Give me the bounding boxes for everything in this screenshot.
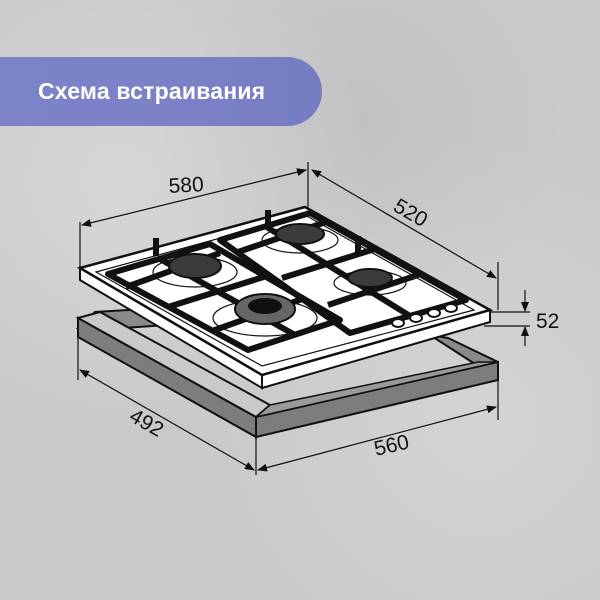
knob-3 (427, 308, 441, 318)
dimension-cutout-width: 560 (372, 431, 411, 461)
title-banner: Схема встраивания (0, 57, 322, 126)
burner-front-large (212, 293, 318, 337)
knob-1 (391, 318, 405, 328)
dimension-depth-top: 520 (390, 194, 432, 231)
dimension-cutout-depth: 492 (126, 404, 168, 441)
control-knobs (391, 303, 458, 328)
knob-4 (444, 303, 458, 313)
burner-back-left (152, 253, 238, 288)
page-title: Схема встраивания (38, 78, 266, 104)
knob-2 (409, 313, 423, 323)
dimension-height: 52 (536, 310, 559, 333)
dimension-lines (77, 162, 530, 475)
dimension-width-top: 580 (168, 173, 204, 198)
